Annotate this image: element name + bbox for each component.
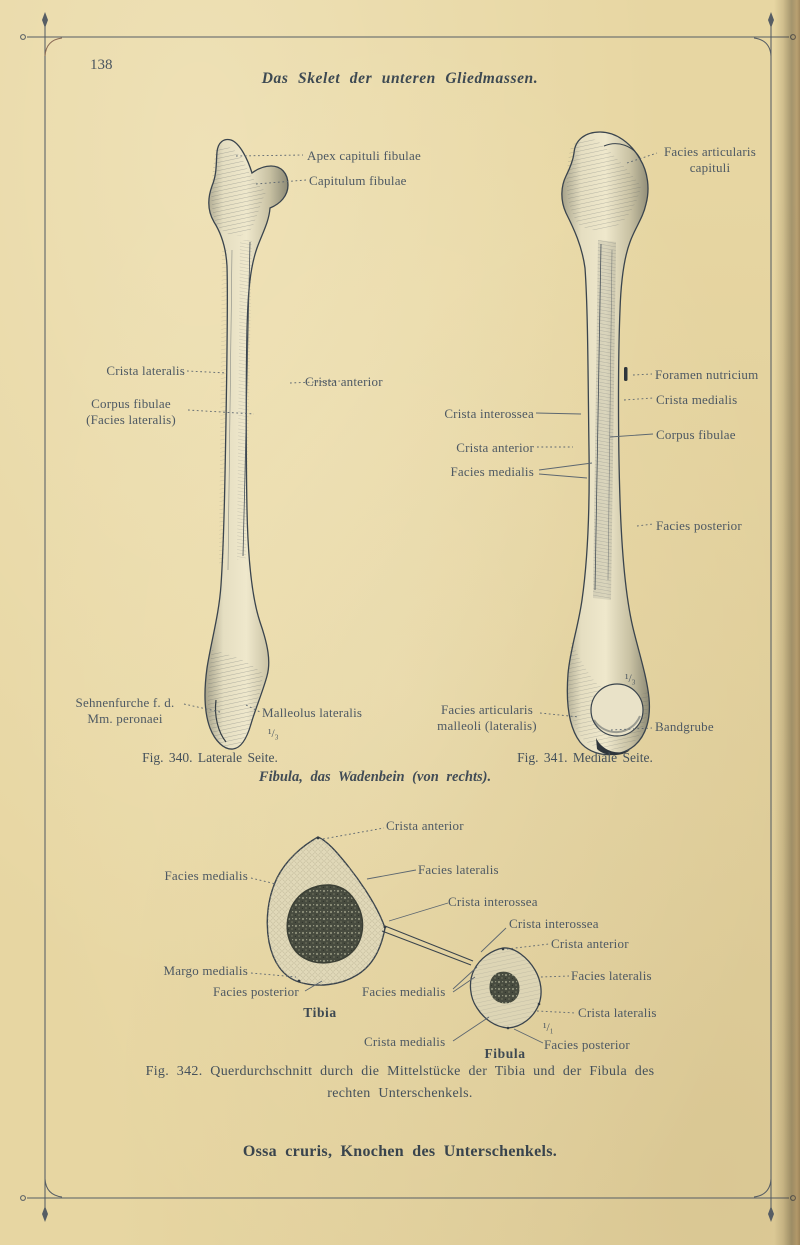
fibula-lateral-drawing: [204, 138, 289, 750]
caption-fibula-group: Fibula, das Wadenbein (von rechts).: [258, 769, 492, 785]
section-footer-title: Ossa cruris, Knochen des Unterschenkels.: [242, 1143, 558, 1160]
scale-fig341: ¹/₃: [625, 673, 636, 685]
label-facies-medialis-fibula: Facies medialis: [362, 984, 446, 999]
label-crista-anterior-tibia: Crista anterior: [386, 818, 464, 833]
label-facies-lateralis-fibula: Facies lateralis: [571, 968, 652, 983]
caption-fig342-line1: Fig. 342. Querdurchschnitt durch die Mit…: [145, 1064, 655, 1079]
label-crista-medialis-341: Crista medialis: [656, 392, 738, 407]
scale-fig342: ¹/₁: [543, 1022, 554, 1034]
label-crista-lateralis-fibula: Crista lateralis: [578, 1005, 657, 1020]
leader-lines: [183, 152, 658, 1044]
label-facies-medialis-tibia: Facies medialis: [164, 868, 248, 883]
label-crista-anterior-341: Crista anterior: [456, 440, 534, 455]
fibula-cross-section: [469, 947, 542, 1030]
label-tibia: Tibia: [303, 1005, 337, 1020]
caption-fig342-line2: rechten Unterschenkels.: [327, 1086, 473, 1101]
bandgrube-groove: [596, 738, 630, 756]
label-fibula: Fibula: [484, 1046, 526, 1061]
page-gutter-shadow: [774, 0, 800, 1245]
label-crista-medialis-fibula: Crista medialis: [364, 1034, 446, 1049]
label-bandgrube: Bandgrube: [655, 719, 714, 734]
tibia-cross-section: [266, 836, 387, 986]
label-facies-lateralis-tibia: Facies lateralis: [418, 862, 499, 877]
label-facies-articularis-malleoli: Facies articularis malleoli (lateralis): [437, 702, 537, 733]
fibula-medial-drawing: [561, 131, 651, 756]
label-margo-medialis: Margo medialis: [163, 963, 248, 978]
label-malleolus-lateralis: Malleolus lateralis: [262, 705, 363, 720]
label-foramen-nutricium: Foramen nutricium: [655, 367, 759, 382]
page-number: 138: [90, 57, 113, 73]
label-crista-anterior-fibula: Crista anterior: [551, 936, 629, 951]
label-apex-capituli: Apex capituli fibulae: [307, 148, 421, 163]
label-corpus-fibulae-lat: Corpus fibulae (Facies lateralis): [86, 396, 176, 427]
label-facies-articularis-capituli: Facies articularis capituli: [663, 144, 757, 175]
label-crista-interossea-341: Crista interossea: [444, 406, 534, 421]
caption-fig340: Fig. 340. Laterale Seite.: [142, 750, 278, 765]
label-crista-interossea-tibia: Crista interossea: [448, 894, 538, 909]
label-crista-anterior-340: Crista anterior: [305, 374, 383, 389]
label-facies-posterior-tibia: Facies posterior: [213, 984, 299, 999]
label-facies-posterior-341: Facies posterior: [656, 518, 742, 533]
caption-fig341: Fig. 341. Mediale Seite.: [517, 750, 653, 765]
label-facies-medialis-341: Facies medialis: [450, 464, 534, 479]
label-corpus-fibulae-341: Corpus fibulae: [656, 427, 736, 442]
malleolar-facet: [590, 683, 644, 737]
label-sehnenfurche: Sehnenfurche f. d. Mm. peronaei: [75, 695, 175, 726]
scale-fig340: ¹/₃: [268, 728, 279, 740]
page-title: Das Skelet der unteren Gliedmassen.: [261, 70, 539, 87]
label-crista-lateralis: Crista lateralis: [106, 363, 185, 378]
label-facies-posterior-fibula: Facies posterior: [544, 1037, 630, 1052]
frame-finials: [42, 12, 774, 1222]
foramen-nutricium-mark: [624, 367, 628, 381]
label-capitulum: Capitulum fibulae: [309, 173, 407, 188]
label-crista-interossea-fibula: Crista interossea: [509, 916, 599, 931]
interosseous-lines: [381, 925, 474, 966]
